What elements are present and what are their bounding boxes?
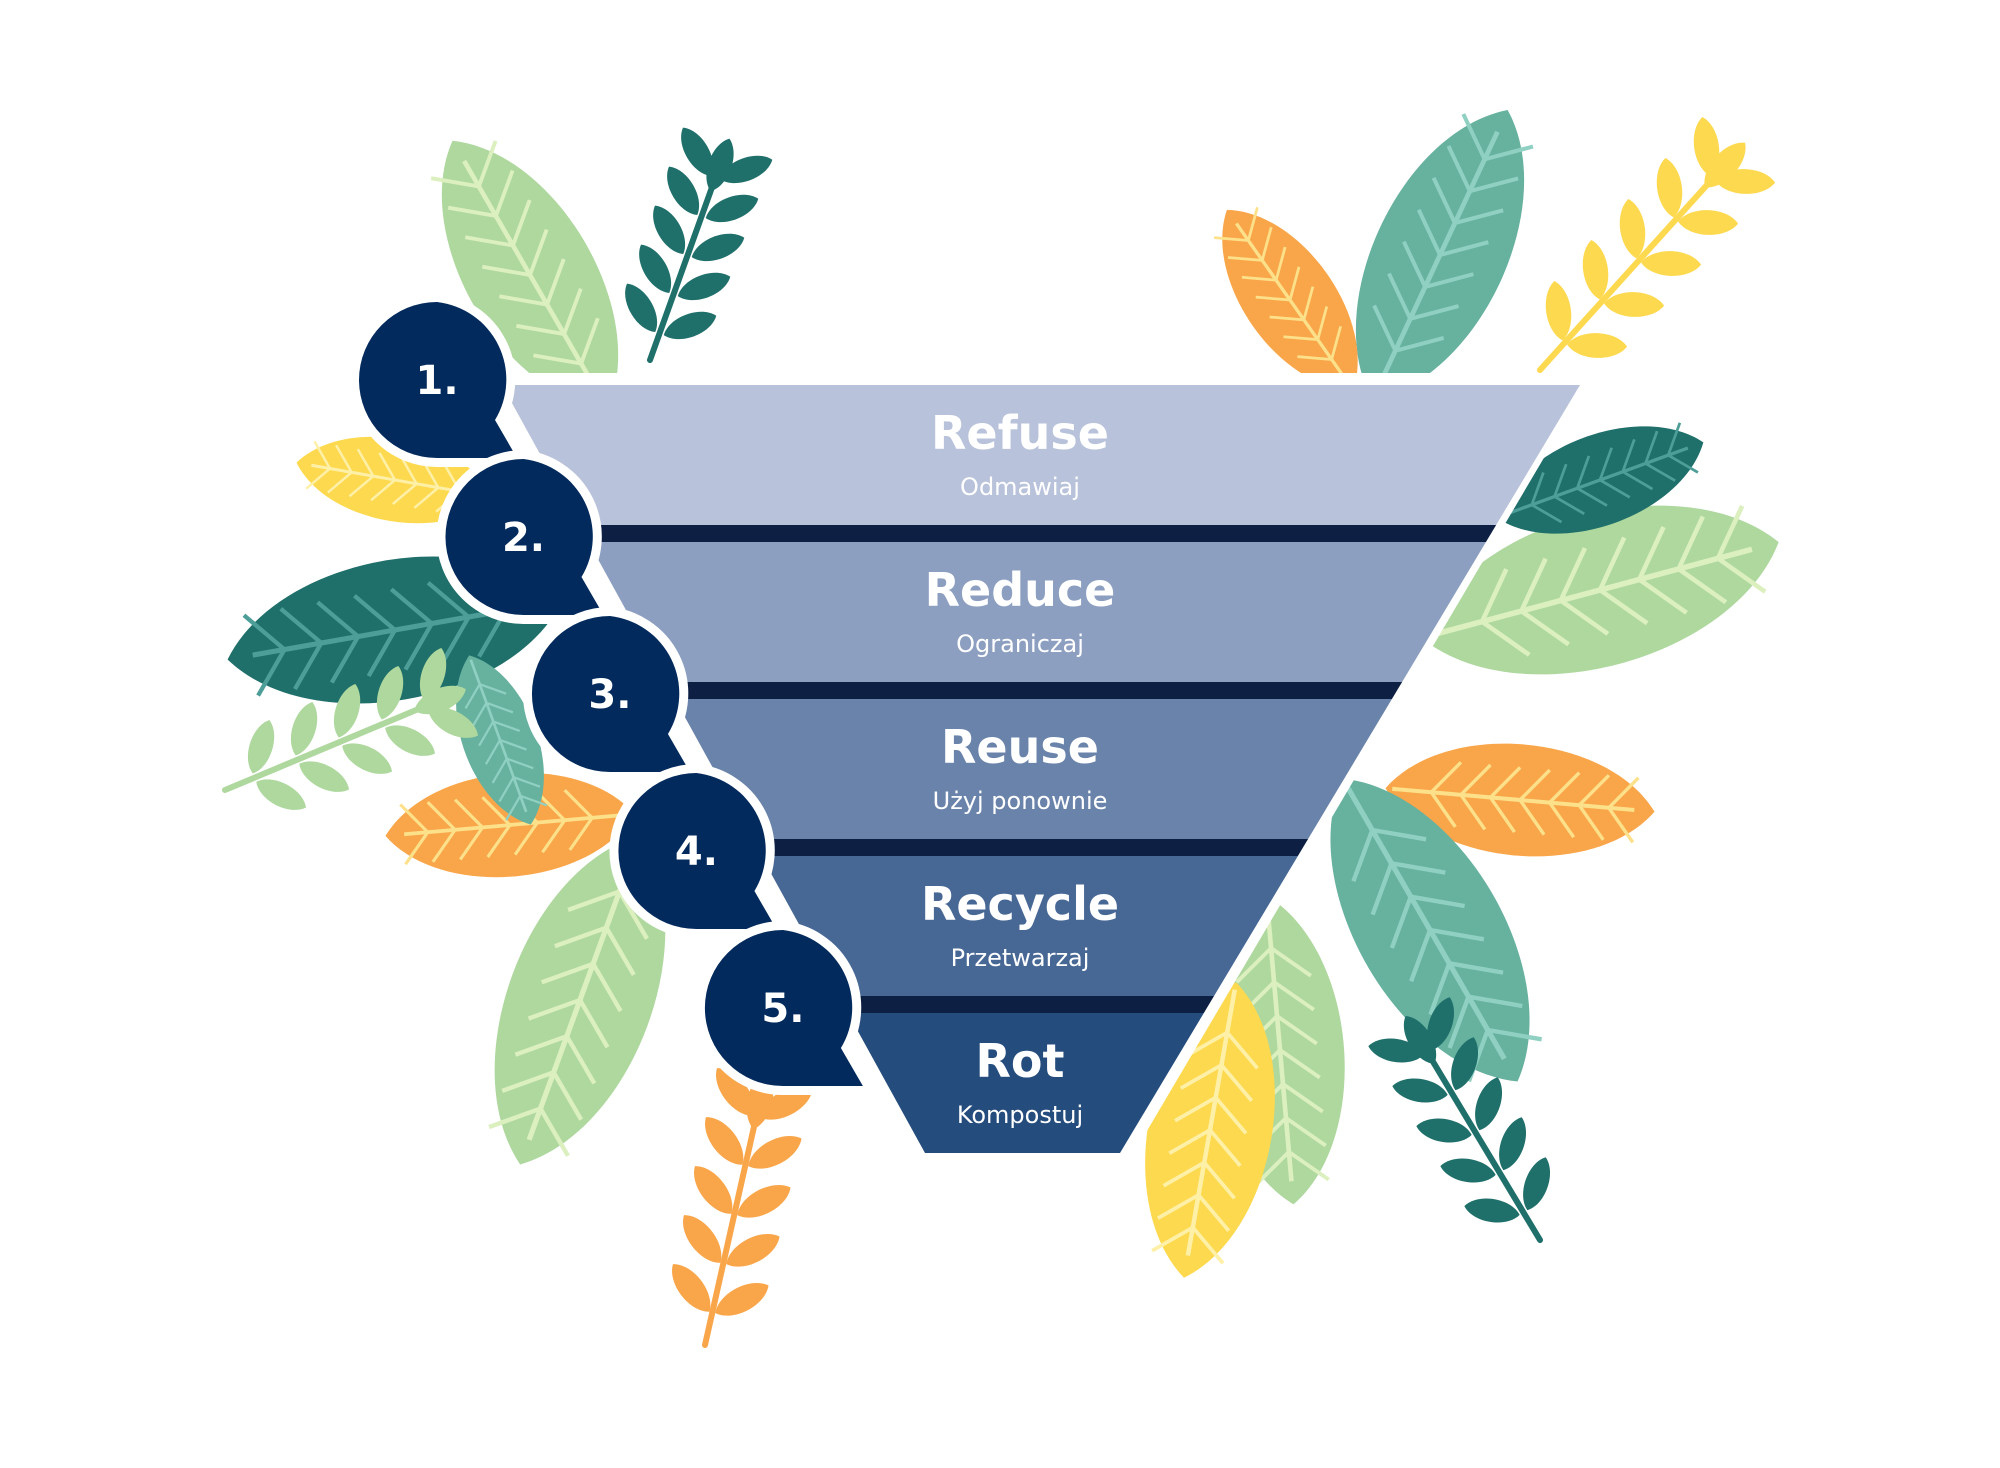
level-subtitle: Ograniczaj <box>956 630 1084 658</box>
level-subtitle: Odmawiaj <box>960 473 1080 501</box>
level-band <box>502 385 1580 525</box>
level-title: Rot <box>975 1034 1064 1088</box>
level-separator <box>665 682 1403 699</box>
level-separator <box>752 839 1309 856</box>
level-subtitle: Przetwarzaj <box>951 944 1090 972</box>
step-number-bubbles: 1. 2. 3. 4. 5. <box>350 293 872 1095</box>
branch-icon <box>617 121 777 363</box>
step-number-bubble: 3. <box>522 607 699 781</box>
step-number-bubble: 4. <box>609 764 786 938</box>
step-number-bubble: 1. <box>350 293 526 467</box>
leaf-icon <box>1380 732 1660 868</box>
step-number-bubble: 2. <box>436 450 613 624</box>
level-subtitle: Użyj ponownie <box>933 787 1108 815</box>
level-separator <box>838 996 1215 1013</box>
step-number: 5. <box>761 986 804 1032</box>
level-subtitle: Kompostuj <box>957 1101 1083 1129</box>
branch-icon <box>663 1060 819 1348</box>
step-number-bubble: 5. <box>695 921 872 1095</box>
step-number: 1. <box>415 358 458 404</box>
branch-icon <box>222 644 484 818</box>
level-title: Refuse <box>931 406 1109 460</box>
level-band <box>674 699 1392 839</box>
level-band <box>761 856 1298 996</box>
level-title: Recycle <box>921 877 1119 931</box>
leaf-icon <box>397 108 663 442</box>
level-title: Reduce <box>925 563 1116 617</box>
step-number: 4. <box>675 829 718 875</box>
level-title: Reuse <box>941 720 1099 774</box>
level-band <box>847 1013 1204 1153</box>
branch-icon <box>1537 115 1776 373</box>
leaf-icon <box>1401 468 1799 712</box>
leaf-icon <box>1189 183 1391 417</box>
leaf-icon <box>452 810 708 1190</box>
level-separator <box>579 525 1497 542</box>
leaf-icon <box>434 642 566 838</box>
leaf-icon <box>1481 399 1719 561</box>
step-number: 3. <box>588 672 631 718</box>
level-band <box>588 542 1486 682</box>
step-number: 2. <box>502 515 545 561</box>
branch-icon <box>1366 993 1557 1243</box>
leaf-icon <box>1312 82 1568 428</box>
funnel: RefuseOdmawiajReduceOgraniczajReuseUżyj … <box>488 373 1594 1163</box>
